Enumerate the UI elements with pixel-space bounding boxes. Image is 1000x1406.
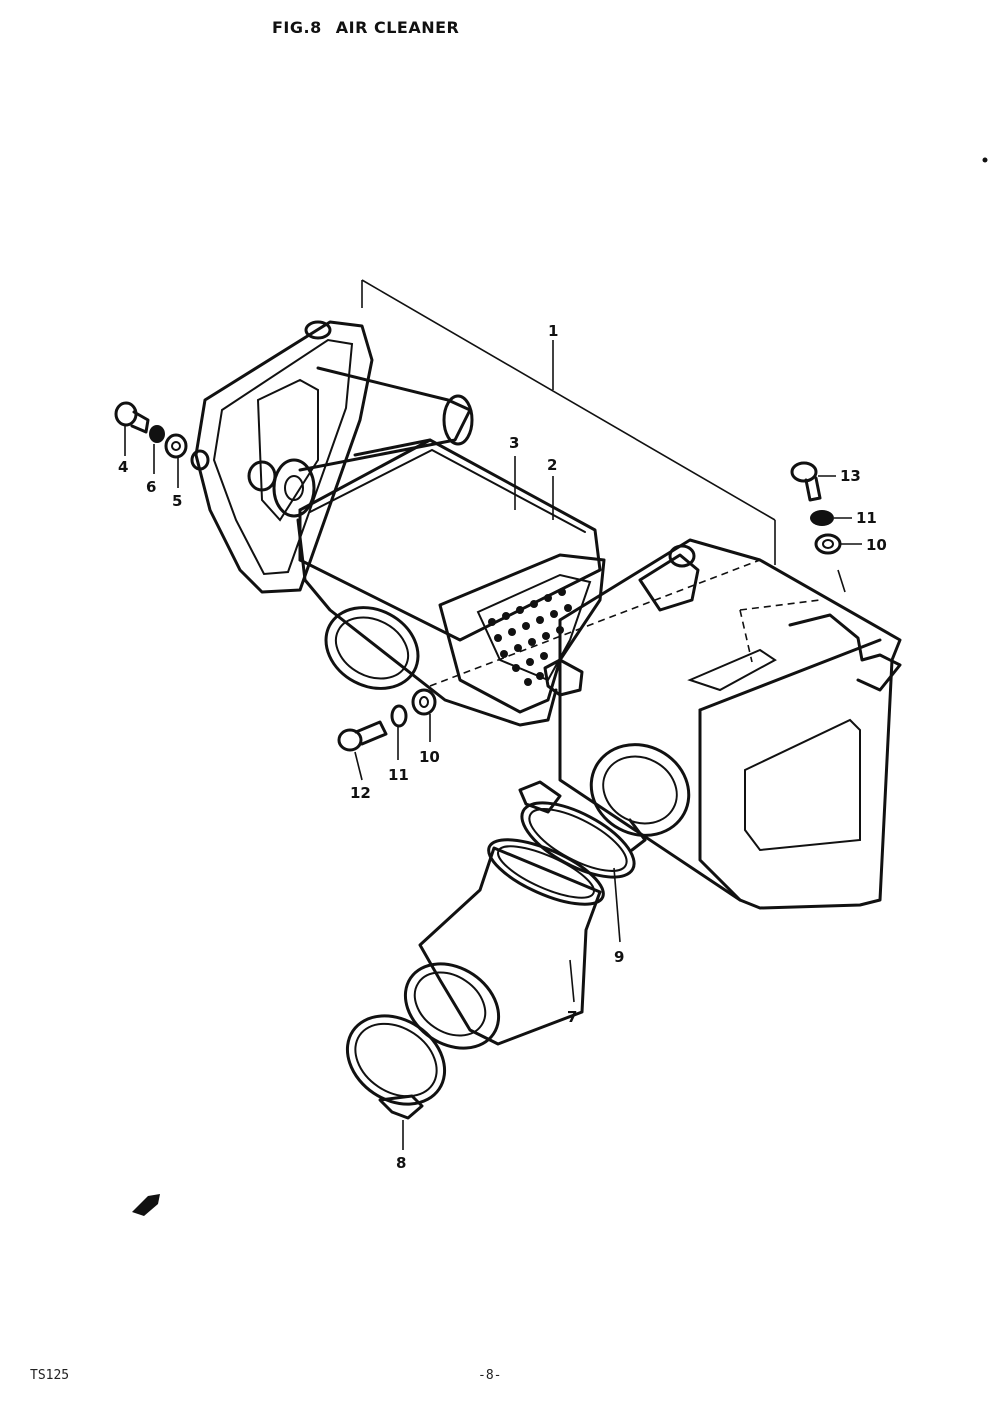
callout-5: 5 xyxy=(172,492,182,510)
washer-5 xyxy=(164,433,188,459)
hose-clamp-small xyxy=(345,1014,447,1120)
washer-11-right xyxy=(810,510,834,526)
bolt-13 xyxy=(790,461,822,502)
callout-2: 2 xyxy=(547,456,557,474)
bolt-4 xyxy=(114,401,150,434)
callout-3: 3 xyxy=(509,434,519,452)
callout-11-left: 11 xyxy=(388,766,409,784)
callout-12: 12 xyxy=(350,784,371,802)
ink-mark xyxy=(132,157,988,1216)
air-cleaner-case xyxy=(543,538,902,910)
filter-mesh xyxy=(488,588,572,686)
washer-6 xyxy=(149,425,165,443)
leader-lines xyxy=(124,424,862,1150)
fig-title: AIR CLEANER xyxy=(335,18,460,37)
callout-10-left: 10 xyxy=(419,748,440,766)
washer-11-left xyxy=(390,704,408,728)
callout-1: 1 xyxy=(548,322,558,340)
fig-number: FIG.8 xyxy=(272,18,322,37)
page-number: -8- xyxy=(478,1368,502,1383)
callout-13: 13 xyxy=(840,467,861,485)
callout-7: 7 xyxy=(567,1008,577,1026)
cover-intake-tube xyxy=(247,366,474,518)
callout-11-right: 11 xyxy=(856,509,877,527)
callout-10-right: 10 xyxy=(866,536,887,554)
model-code: TS125 xyxy=(30,1368,70,1383)
bolt-12 xyxy=(337,720,388,752)
page-title: FIG.8 AIR CLEANER xyxy=(272,18,459,37)
callout-8: 8 xyxy=(396,1154,406,1172)
callout-4: 4 xyxy=(118,458,128,476)
callout-9: 9 xyxy=(614,948,624,966)
washer-10-left xyxy=(411,688,437,716)
washer-10-right xyxy=(814,533,842,555)
hose-clamp-large xyxy=(518,780,636,879)
callout-6: 6 xyxy=(146,478,156,496)
assembly-bracket xyxy=(361,279,776,565)
cover-plate xyxy=(190,320,374,594)
callout-labels: 1 2 3 4 5 6 7 8 9 10 10 11 11 12 13 xyxy=(118,322,887,1172)
alignment-lines xyxy=(429,559,846,687)
filter-holder xyxy=(296,518,606,727)
